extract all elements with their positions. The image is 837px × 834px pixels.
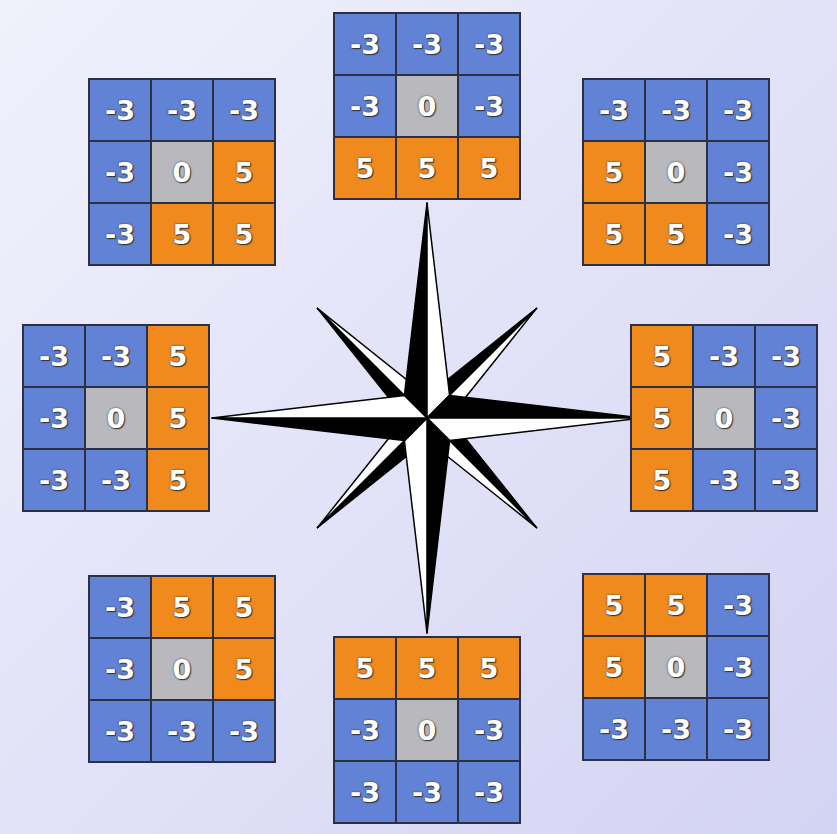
- mask-cell: -3: [397, 14, 457, 74]
- mask-cell: 0: [86, 388, 146, 448]
- mask-cell: -3: [397, 762, 457, 822]
- mask-cell: -3: [90, 80, 150, 140]
- mask-cell: -3: [459, 700, 519, 760]
- mask-cell: 5: [148, 326, 208, 386]
- mask-cell: -3: [90, 701, 150, 761]
- star-point: [427, 395, 642, 418]
- mask-cell: 5: [152, 577, 212, 637]
- mask-cell: -3: [708, 80, 768, 140]
- mask-cell: -3: [24, 450, 84, 510]
- mask-cell: -3: [90, 577, 150, 637]
- mask-cell: 5: [584, 142, 644, 202]
- mask-cell: 5: [214, 204, 274, 264]
- mask-cell: 5: [632, 388, 692, 448]
- mask-cell: 5: [459, 138, 519, 198]
- star-point: [404, 203, 427, 418]
- mask-cell: 5: [214, 639, 274, 699]
- mask-cell: 5: [584, 575, 644, 635]
- mask-cell: -3: [90, 639, 150, 699]
- mask-cell: -3: [708, 204, 768, 264]
- mask-cell: -3: [459, 14, 519, 74]
- star-point: [404, 418, 427, 633]
- mask-cell: -3: [335, 700, 395, 760]
- mask-cell: 5: [335, 138, 395, 198]
- mask-cell: -3: [756, 388, 816, 448]
- mask-cell: 0: [397, 700, 457, 760]
- mask-cell: -3: [86, 450, 146, 510]
- star-point: [427, 203, 450, 418]
- mask-cell: -3: [335, 76, 395, 136]
- mask-cell: 5: [397, 138, 457, 198]
- mask-cell: -3: [646, 80, 706, 140]
- star-point: [212, 395, 427, 418]
- mask-cell: -3: [756, 326, 816, 386]
- star-point: [427, 418, 642, 441]
- mask-cell: 0: [152, 142, 212, 202]
- mask-cell: -3: [756, 450, 816, 510]
- mask-cell: 5: [646, 575, 706, 635]
- mask-cell: -3: [24, 388, 84, 448]
- mask-cell: -3: [584, 80, 644, 140]
- mask-cell: 5: [646, 204, 706, 264]
- mask-cell: -3: [708, 575, 768, 635]
- mask-cell: -3: [152, 701, 212, 761]
- mask-cell: 0: [646, 142, 706, 202]
- mask-cell: -3: [459, 76, 519, 136]
- star-point: [427, 418, 450, 633]
- mask-cell: -3: [646, 699, 706, 759]
- mask-cell: -3: [459, 762, 519, 822]
- mask-cell: -3: [708, 699, 768, 759]
- mask-cell: 5: [152, 204, 212, 264]
- mask-cell: -3: [694, 326, 754, 386]
- mask-cell: -3: [694, 450, 754, 510]
- mask-cell: -3: [86, 326, 146, 386]
- mask-cell: -3: [708, 142, 768, 202]
- mask-cell: 0: [152, 639, 212, 699]
- mask-cell: 5: [397, 638, 457, 698]
- mask-cell: 0: [397, 76, 457, 136]
- mask-cell: -3: [24, 326, 84, 386]
- mask-cell: 5: [459, 638, 519, 698]
- mask-cell: -3: [152, 80, 212, 140]
- mask-cell: 5: [584, 204, 644, 264]
- mask-cell: 5: [214, 142, 274, 202]
- mask-cell: 5: [584, 637, 644, 697]
- mask-cell: -3: [214, 701, 274, 761]
- mask-cell: 5: [632, 326, 692, 386]
- mask-cell: -3: [90, 142, 150, 202]
- mask-cell: -3: [708, 637, 768, 697]
- star-point: [212, 418, 427, 441]
- mask-cell: 0: [646, 637, 706, 697]
- mask-cell: -3: [335, 762, 395, 822]
- mask-cell: 5: [148, 388, 208, 448]
- mask-cell: -3: [214, 80, 274, 140]
- mask-cell: -3: [335, 14, 395, 74]
- mask-cell: -3: [584, 699, 644, 759]
- mask-cell: 5: [335, 638, 395, 698]
- mask-cell: 5: [148, 450, 208, 510]
- mask-cell: 0: [694, 388, 754, 448]
- mask-cell: -3: [90, 204, 150, 264]
- mask-cell: 5: [632, 450, 692, 510]
- mask-cell: 5: [214, 577, 274, 637]
